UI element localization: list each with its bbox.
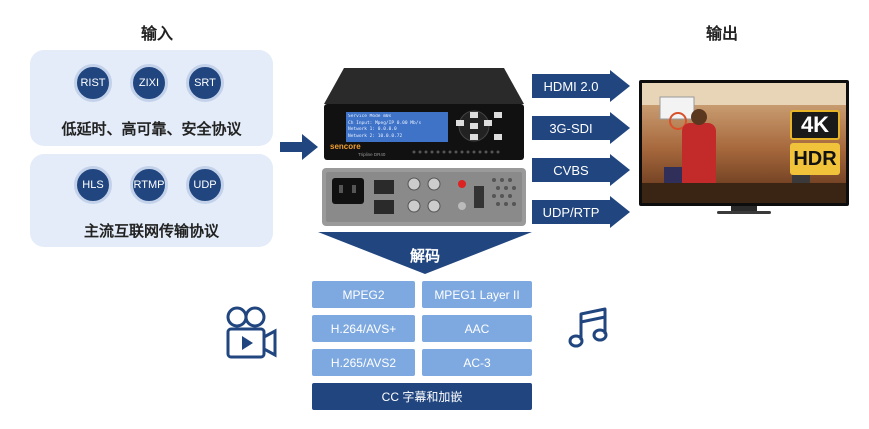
- lcd-line-1: Service Mode m0s: [348, 114, 392, 119]
- device-brand: sencore: [330, 142, 361, 151]
- codec-h265-avs2: H.265/AVS2: [312, 349, 415, 376]
- decode-funnel: [318, 232, 532, 274]
- codec-aac: AAC: [422, 315, 532, 342]
- output-cvbs-label: CVBS: [532, 158, 610, 182]
- output-hdmi-label: HDMI 2.0: [532, 74, 610, 98]
- device-model: Tripline DR40: [358, 152, 386, 157]
- mainstream-caption: 主流互联网传输协议: [83, 223, 219, 240]
- mainstream-panel: HLS RTMP UDP 主流互联网传输协议: [30, 154, 273, 247]
- lcd-line-2: Ch Input: Mpeg/IP 0.00 Mb/s: [348, 120, 422, 126]
- input-arrow-icon: [280, 134, 318, 160]
- output-sdi-label: 3G-SDI: [532, 116, 610, 140]
- cc-subtitles: CC 字幕和加嵌: [312, 383, 532, 410]
- codec-mpeg2: MPEG2: [312, 281, 415, 308]
- lcd-line-4: Network 2: 10.0.0.72: [348, 133, 403, 139]
- tv-stand-neck: [731, 206, 757, 211]
- output-udp-label: UDP/RTP: [532, 200, 610, 224]
- protocol-udp: UDP: [186, 166, 224, 204]
- protocol-rist: RIST: [74, 64, 112, 102]
- tv-hdr-badge: HDR: [790, 143, 840, 175]
- output-title: 输出: [706, 26, 739, 43]
- protocol-hls: HLS: [74, 166, 112, 204]
- input-title: 输入: [141, 26, 174, 43]
- protocol-rtmp: RTMP: [130, 166, 168, 204]
- protocol-zixi: ZIXI: [130, 64, 168, 102]
- output-hdmi-arrow-icon: [610, 70, 630, 102]
- output-sdi-arrow-icon: [610, 112, 630, 144]
- low-latency-caption: 低延时、高可靠、安全协议: [61, 121, 242, 138]
- codec-h264-avs: H.264/AVS+: [312, 315, 415, 342]
- decoder-device-rear: [322, 168, 526, 226]
- device-front-graphic: [324, 68, 524, 160]
- decode-title: 解码: [409, 248, 440, 265]
- codec-mpeg1-layer2: MPEG1 Layer II: [422, 281, 532, 308]
- output-udp-arrow-icon: [610, 196, 630, 228]
- tv-stand-base: [717, 211, 771, 214]
- output-cvbs-arrow-icon: [610, 154, 630, 186]
- tv: 4K HDR: [639, 80, 849, 215]
- music-note-icon: [568, 307, 608, 348]
- video-camera-icon: [226, 306, 277, 359]
- lcd-line-3: Network 1: 0.0.0.0: [348, 127, 397, 132]
- codec-ac3: AC-3: [422, 349, 532, 376]
- low-latency-panel: RIST ZIXI SRT 低延时、高可靠、安全协议: [30, 50, 273, 146]
- protocol-srt: SRT: [186, 64, 224, 102]
- tv-4k-badge: 4K: [790, 110, 840, 140]
- device-lcd: Service Mode m0s Ch Input: Mpeg/IP 0.00 …: [348, 114, 446, 140]
- decoder-device-front: Service Mode m0s Ch Input: Mpeg/IP 0.00 …: [322, 64, 526, 162]
